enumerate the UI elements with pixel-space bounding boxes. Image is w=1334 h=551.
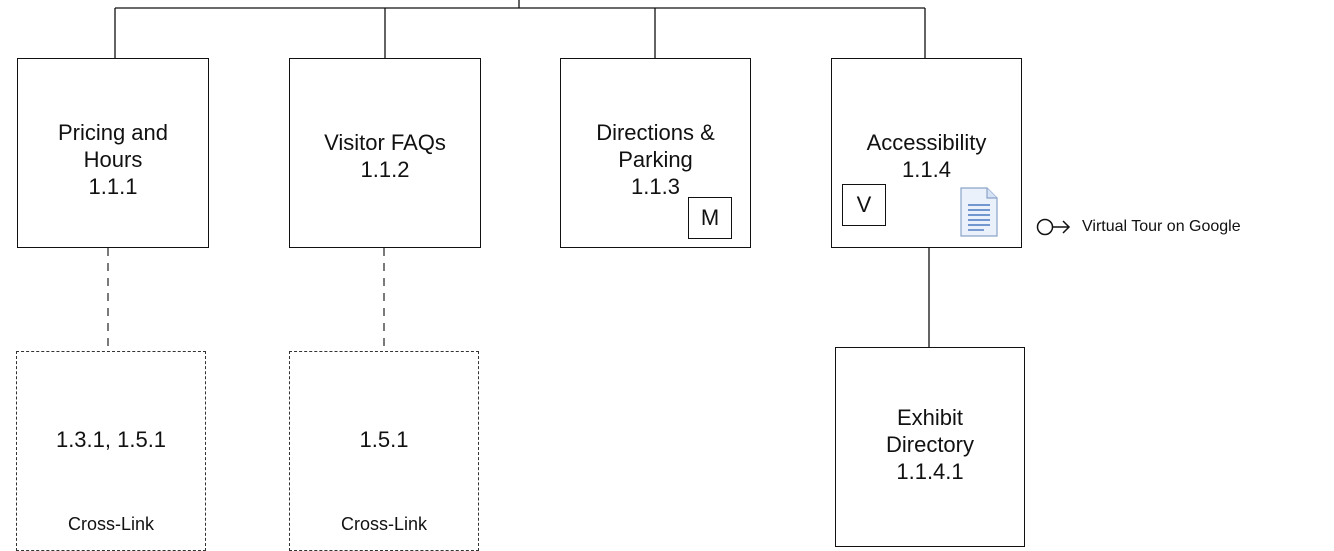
cross-link-faqs: 1.5.1 Cross-Link (289, 351, 479, 551)
node-pricing-and-hours: Pricing and Hours 1.1.1 (17, 58, 209, 248)
node-title: Accessibility 1.1.4 (832, 129, 1021, 183)
cross-link-refs: 1.5.1 (359, 427, 409, 452)
external-link-virtual-tour[interactable]: Virtual Tour on Google (1036, 213, 1241, 241)
title-line: Visitor FAQs (324, 130, 446, 155)
external-link-label: Virtual Tour on Google (1082, 218, 1241, 235)
cross-link-pricing: 1.3.1, 1.5.1 Cross-Link (16, 351, 206, 551)
document-icon (960, 187, 998, 237)
title-line: Parking (618, 147, 693, 172)
node-title: Visitor FAQs 1.1.2 (290, 129, 480, 183)
cross-link-label: Cross-Link (340, 514, 428, 534)
v-badge: V (842, 184, 886, 226)
node-number: 1.1.4.1 (896, 459, 964, 484)
node-directions-and-parking: Directions & Parking 1.1.3 M (560, 58, 751, 248)
node-number: 1.1.4 (902, 157, 951, 182)
title-line: Accessibility (866, 130, 987, 155)
external-link-arrow-icon (1036, 218, 1071, 236)
cross-link-refs: 1.3.1, 1.5.1 (55, 427, 167, 452)
node-number: 1.1.2 (360, 157, 410, 182)
sitemap-diagram: Pricing and Hours 1.1.1 Visitor FAQs 1.1… (16, 0, 1241, 551)
node-visitor-faqs: Visitor FAQs 1.1.2 (289, 58, 481, 248)
node-accessibility: Accessibility 1.1.4 V (831, 58, 1022, 248)
node-number: 1.1.3 (631, 174, 680, 199)
connector-lines (107, 0, 930, 351)
title-line: Exhibit (896, 405, 964, 430)
node-title: Pricing and Hours 1.1.1 (18, 119, 208, 200)
cross-link-label: Cross-Link (67, 514, 155, 534)
title-line: Directions & (596, 120, 715, 145)
node-title: Exhibit Directory 1.1.4.1 (836, 404, 1024, 485)
node-exhibit-directory: Exhibit Directory 1.1.4.1 (835, 347, 1025, 547)
node-number: 1.1.1 (88, 174, 138, 199)
title-line: Directory (885, 432, 974, 457)
m-badge: M (688, 197, 732, 239)
title-line: Hours (83, 147, 143, 172)
node-title: Directions & Parking 1.1.3 (561, 119, 750, 200)
title-line: Pricing and (57, 120, 169, 145)
